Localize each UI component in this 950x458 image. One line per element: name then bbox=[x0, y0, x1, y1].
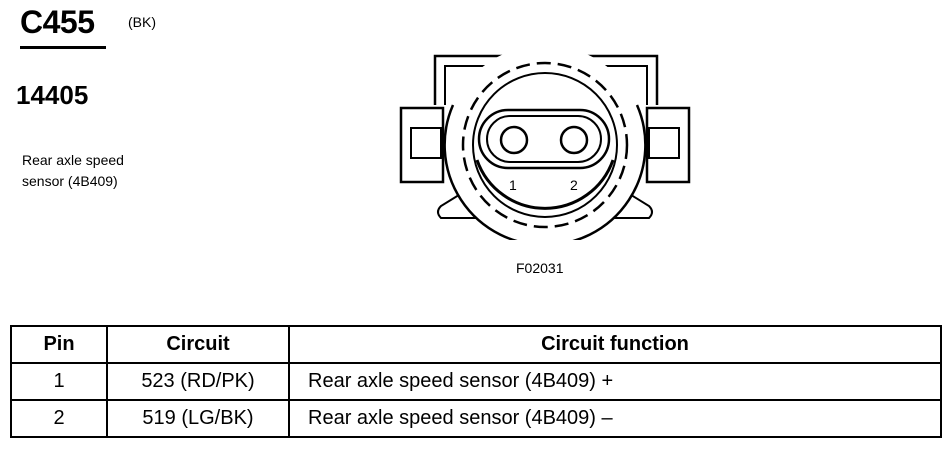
circuit-cell: 523 (RD/PK) bbox=[106, 362, 290, 401]
terminal-housing-outer bbox=[477, 108, 611, 170]
pin-cell: 1 bbox=[10, 362, 108, 401]
pin-2-terminal bbox=[559, 125, 589, 155]
connector-body-dashed bbox=[461, 61, 629, 229]
left-foot-tab bbox=[437, 189, 477, 219]
circuit-function-cell: Rear axle speed sensor (4B409) – bbox=[288, 399, 942, 438]
pin-1-label: 1 bbox=[509, 177, 517, 193]
terminal-housing-inner bbox=[486, 115, 602, 163]
connector-body-shadow bbox=[475, 159, 615, 210]
right-foot-tab bbox=[613, 189, 653, 219]
table-row: 1 523 (RD/PK) Rear axle speed sensor (4B… bbox=[10, 362, 942, 401]
connector-face-diagram: 1 2 bbox=[399, 50, 691, 240]
connector-id: C455 bbox=[20, 4, 95, 40]
table-header-row: Pin Circuit Circuit function bbox=[10, 325, 942, 364]
right-latch-inner bbox=[648, 127, 680, 159]
circuit-function-cell: Rear axle speed sensor (4B409) + bbox=[288, 362, 942, 401]
left-latch-outer bbox=[399, 106, 445, 184]
table-row: 2 519 (LG/BK) Rear axle speed sensor (4B… bbox=[10, 399, 942, 438]
header-circuit: Circuit bbox=[106, 325, 290, 364]
pinout-table: Pin Circuit Circuit function 1 523 (RD/P… bbox=[10, 325, 942, 438]
header-pin: Pin bbox=[10, 325, 108, 364]
component-description-line-1: Rear axle speed bbox=[22, 152, 124, 168]
connector-body-rim bbox=[443, 104, 647, 240]
figure-code: F02031 bbox=[516, 260, 564, 276]
connector-id-underline bbox=[20, 46, 106, 49]
connector-body-inner bbox=[472, 72, 618, 218]
left-latch-inner bbox=[410, 127, 442, 159]
pin-cell: 2 bbox=[10, 399, 108, 438]
connector-color: (BK) bbox=[128, 14, 156, 30]
part-number: 14405 bbox=[16, 80, 89, 110]
header-circuit-function: Circuit function bbox=[288, 325, 942, 364]
component-description: Rear axle speed sensor (4B409) bbox=[22, 150, 202, 192]
pin-2-label: 2 bbox=[570, 177, 578, 193]
right-latch-outer bbox=[645, 106, 691, 184]
connector-body-outer bbox=[445, 50, 645, 240]
pin-1-terminal bbox=[499, 125, 529, 155]
component-description-line-2: sensor (4B409) bbox=[22, 173, 118, 189]
circuit-cell: 519 (LG/BK) bbox=[106, 399, 290, 438]
